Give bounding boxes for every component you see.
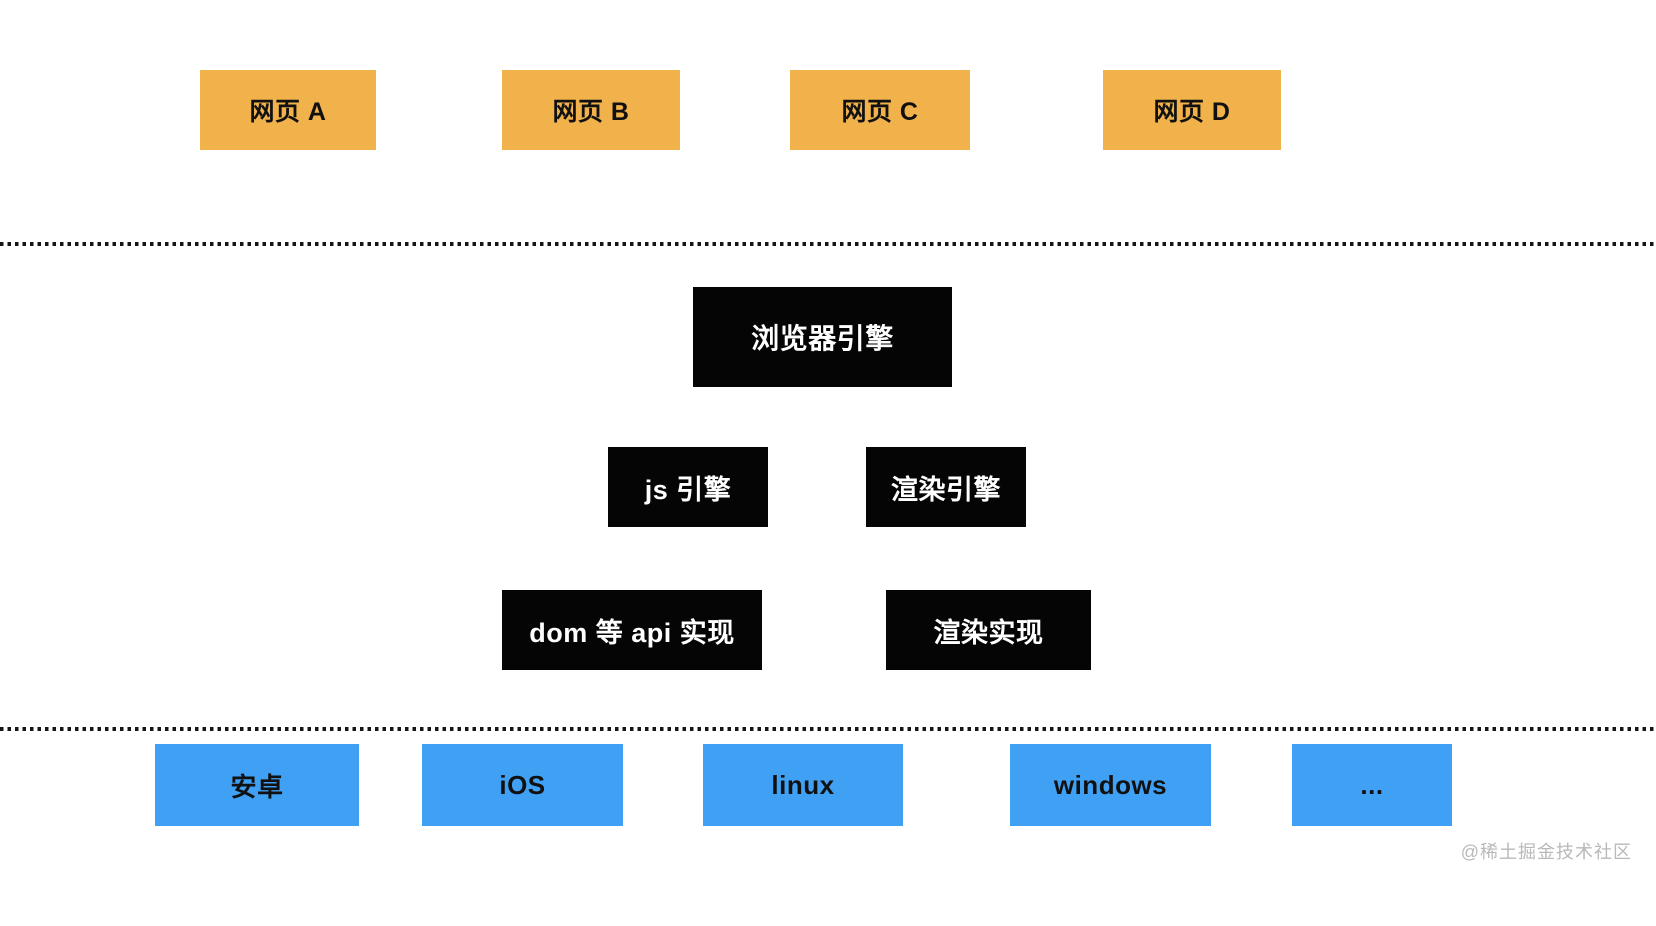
dotted-divider-top — [0, 242, 1656, 246]
os-more-box: ... — [1292, 744, 1452, 826]
os-ios-label: iOS — [499, 769, 546, 800]
os-linux-box: linux — [703, 744, 903, 826]
os-ios-box: iOS — [422, 744, 623, 826]
js-engine-label: js 引擎 — [644, 474, 732, 505]
os-android-box: 安卓 — [155, 744, 359, 826]
browser-engine-label: 浏览器引擎 — [751, 323, 894, 354]
os-linux-label: linux — [771, 769, 835, 800]
web-page-c-label: 网页 C — [841, 98, 919, 126]
render-implementation-label: 渲染实现 — [933, 617, 1044, 648]
render-implementation-box: 渲染实现 — [886, 590, 1091, 670]
web-page-d-label: 网页 D — [1153, 98, 1231, 126]
render-engine-box: 渲染引擎 — [866, 447, 1026, 527]
os-more-label: ... — [1360, 769, 1384, 800]
os-android-label: 安卓 — [230, 771, 284, 802]
watermark: @稀土掘金技术社区 — [1460, 842, 1632, 862]
dom-api-implementation-box: dom 等 api 实现 — [502, 590, 762, 670]
web-page-a-box: 网页 A — [200, 70, 376, 150]
os-windows-label: windows — [1053, 769, 1168, 800]
web-page-c-box: 网页 C — [790, 70, 970, 150]
web-page-a-label: 网页 A — [249, 98, 327, 126]
web-page-b-label: 网页 B — [552, 98, 630, 126]
browser-engine-box: 浏览器引擎 — [693, 287, 952, 387]
web-page-b-box: 网页 B — [502, 70, 680, 150]
dotted-divider-bottom — [0, 727, 1656, 731]
web-page-d-box: 网页 D — [1103, 70, 1281, 150]
os-windows-box: windows — [1010, 744, 1211, 826]
js-engine-box: js 引擎 — [608, 447, 768, 527]
dom-api-implementation-label: dom 等 api 实现 — [529, 617, 735, 648]
render-engine-label: 渲染引擎 — [891, 474, 1001, 505]
